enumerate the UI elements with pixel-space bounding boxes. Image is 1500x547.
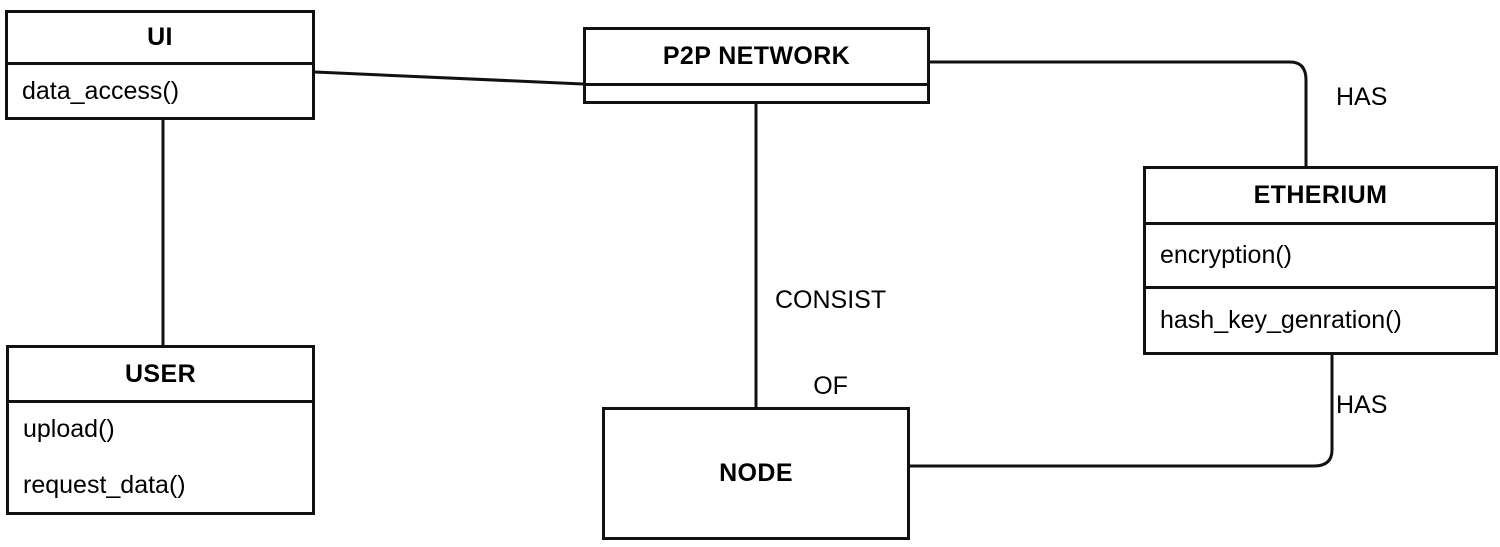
edge-label-consist-of: CONSIST OF xyxy=(775,228,886,458)
class-box-ui[interactable]: UI data_access() xyxy=(5,10,315,120)
class-title-node: NODE xyxy=(719,459,793,487)
class-title-p2p-network: P2P NETWORK xyxy=(662,42,851,70)
edge-label-consist-of-line2: OF xyxy=(813,371,848,400)
class-title-ui: UI xyxy=(147,23,173,51)
class-box-user[interactable]: USER upload() request_data() xyxy=(6,345,315,515)
edge-label-has-bottom: HAS xyxy=(1336,391,1388,419)
class-box-node[interactable]: NODE xyxy=(602,407,910,540)
edge-label-consist-of-line1: CONSIST xyxy=(775,285,887,314)
class-method-ui-data-access: data_access() xyxy=(8,62,312,117)
edge-label-has-top: HAS xyxy=(1336,83,1388,111)
class-method-user-upload: upload() xyxy=(9,400,312,456)
edge-ui-p2p xyxy=(314,70,584,86)
class-method-etherium-encryption: encryption() xyxy=(1146,222,1495,286)
edge-etherium-node xyxy=(910,355,1334,468)
class-title-etherium: ETHERIUM xyxy=(1253,181,1388,209)
edge-p2p-etherium xyxy=(930,60,1308,166)
class-box-p2p-network[interactable]: P2P NETWORK xyxy=(583,27,930,104)
class-method-user-request-data: request_data() xyxy=(23,471,186,499)
class-method-etherium-hash-key-genration: hash_key_genration() xyxy=(1146,286,1495,352)
class-compartment-p2p-empty xyxy=(586,83,927,101)
class-box-etherium[interactable]: ETHERIUM encryption() hash_key_genration… xyxy=(1143,166,1498,355)
class-title-user: USER xyxy=(124,359,197,388)
